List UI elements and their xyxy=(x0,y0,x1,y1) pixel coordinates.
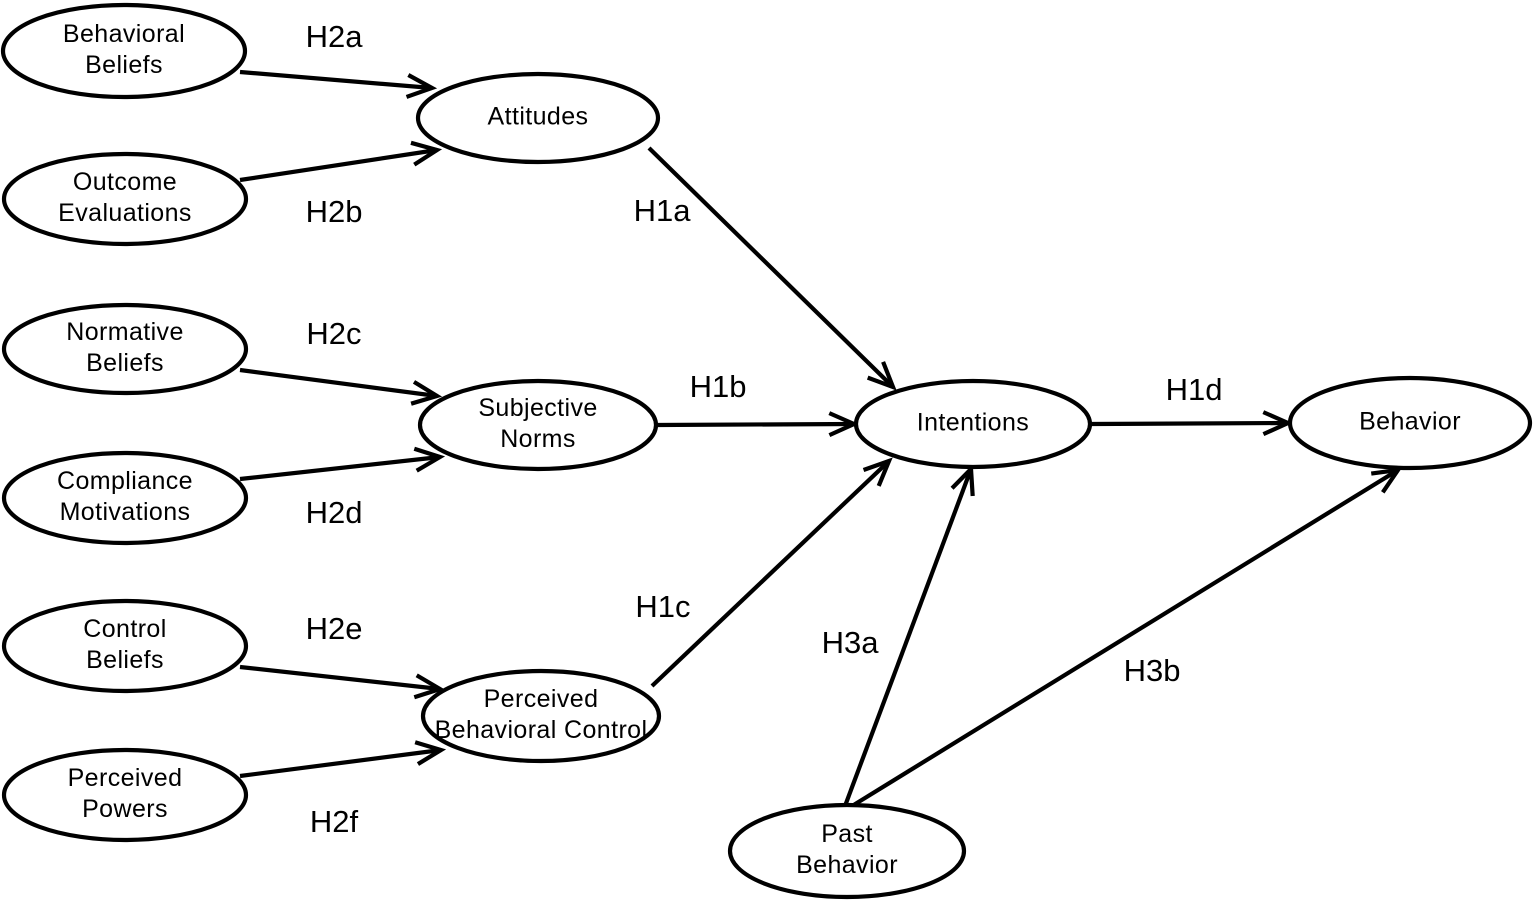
edge-normative-beliefs-to-subjective-norms xyxy=(239,367,443,406)
edges-layer xyxy=(239,69,1403,808)
edge-past-behavior-to-behavior xyxy=(850,467,1403,808)
edge-label-h2d: H2d xyxy=(306,495,363,530)
edge-attitudes-to-intentions xyxy=(647,146,897,391)
node-label: Behavior xyxy=(796,851,898,879)
edge-behavioral-beliefs-to-attitudes xyxy=(239,69,438,99)
edge-perceived-powers-to-pbc xyxy=(239,740,447,779)
node-label: Normative xyxy=(66,318,184,346)
edge-intentions-to-behavior xyxy=(1090,410,1294,437)
edge-subjective-norms-to-intentions xyxy=(656,411,860,438)
node-label: Behavioral Control xyxy=(435,716,648,744)
node-label: Behavioral xyxy=(63,20,185,48)
edge-label-h2a: H2a xyxy=(306,19,364,54)
edge-label-h2f: H2f xyxy=(310,804,359,839)
node-label: Subjective xyxy=(478,394,597,422)
node-label: Powers xyxy=(82,795,168,823)
node-label: Past xyxy=(821,820,873,848)
node-label: Behavior xyxy=(1359,408,1461,436)
node-attitudes[interactable]: Attitudes xyxy=(415,71,661,165)
edge-label-h1c: H1c xyxy=(635,589,690,624)
node-label: Intentions xyxy=(917,409,1029,437)
edge-label-h1d: H1d xyxy=(1166,372,1223,407)
edge-pbc-to-intentions xyxy=(650,457,893,688)
node-label: Compliance xyxy=(57,467,193,495)
node-label: Outcome xyxy=(73,168,177,196)
edge-label-h1a: H1a xyxy=(634,193,692,228)
edge-label-h2e: H2e xyxy=(306,611,363,646)
node-intentions[interactable]: Intentions xyxy=(853,378,1093,470)
node-behavior[interactable]: Behavior xyxy=(1287,375,1533,471)
node-label: Beliefs xyxy=(85,51,163,79)
node-label: Beliefs xyxy=(86,646,164,674)
edge-label-h3b: H3b xyxy=(1124,653,1181,688)
node-label: Evaluations xyxy=(58,199,192,227)
edge-label-h2c: H2c xyxy=(306,316,361,351)
edge-control-beliefs-to-pbc xyxy=(239,664,446,700)
node-label: Attitudes xyxy=(488,103,589,131)
node-label: Perceived xyxy=(484,685,599,713)
edge-label-h1b: H1b xyxy=(690,369,747,404)
node-label: Motivations xyxy=(60,498,191,526)
node-label: Perceived xyxy=(68,764,183,792)
node-label: Control xyxy=(83,615,166,643)
edge-label-h3a: H3a xyxy=(822,625,880,660)
node-label: Beliefs xyxy=(86,349,164,377)
edge-outcome-evaluations-to-attitudes xyxy=(239,140,443,183)
edge-label-h2b: H2b xyxy=(306,194,363,229)
edge-compliance-motivations-to-subjective-norms xyxy=(239,446,446,482)
node-label: Norms xyxy=(500,425,576,453)
